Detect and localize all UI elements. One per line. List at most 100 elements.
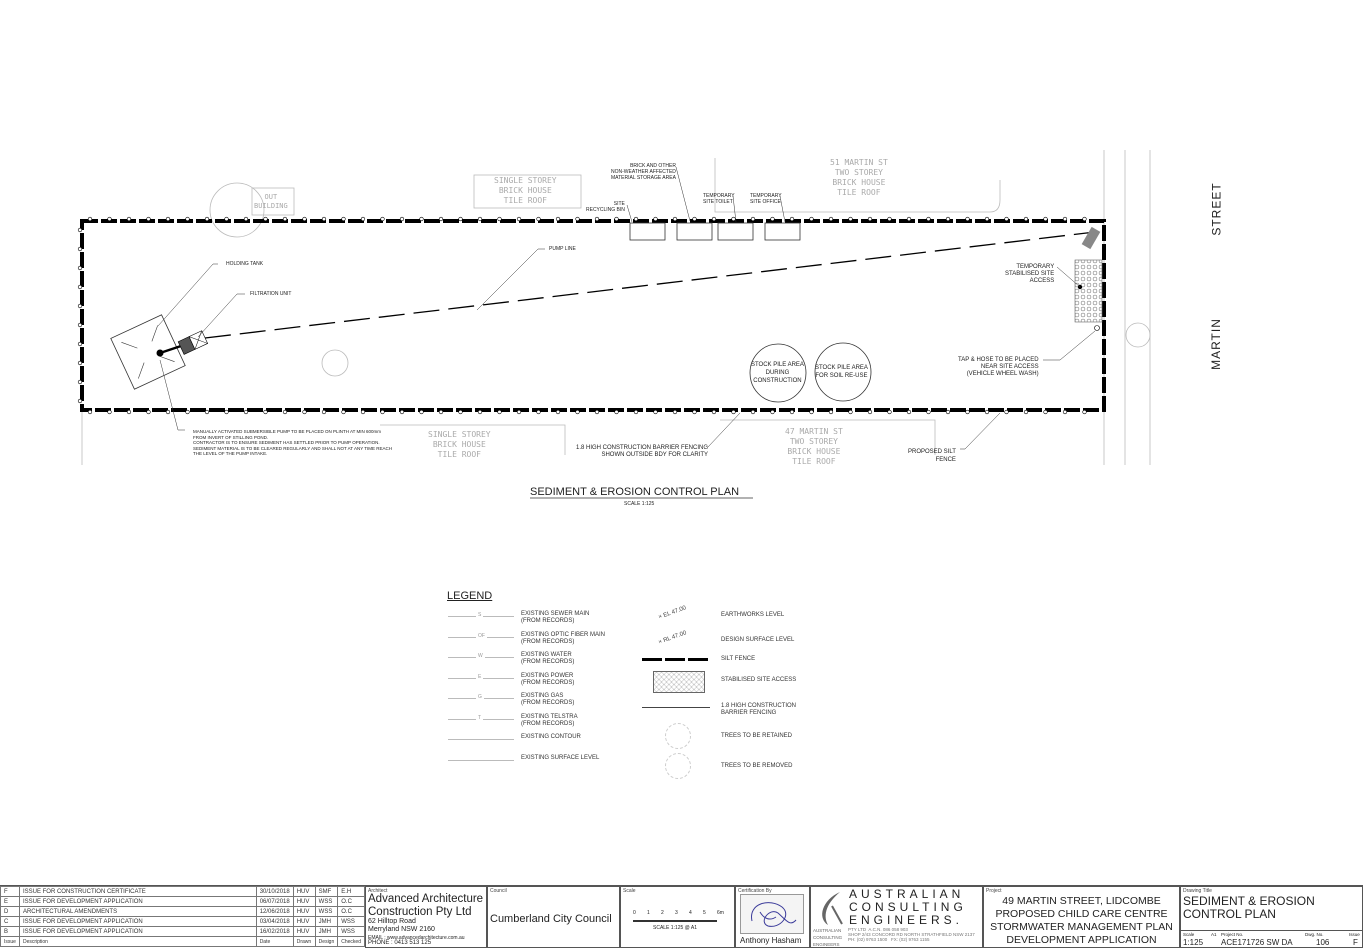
fence-post	[419, 216, 424, 222]
fence-post	[77, 360, 83, 366]
project-lines: 49 MARTIN STREET, LIDCOMBE PROPOSED CHIL…	[984, 895, 1179, 947]
fence-post	[906, 409, 912, 415]
fence-post	[1004, 216, 1009, 222]
plan-title: SEDIMENT & EROSION CONTROL PLAN	[530, 486, 740, 498]
legend-label: EXISTING SEWER MAIN (FROM RECORDS)	[521, 611, 590, 624]
fence-post	[711, 216, 717, 222]
fence-post	[477, 216, 483, 222]
drawing-title: SEDIMENT & EROSION CONTROL PLAN	[1183, 894, 1315, 921]
company-name-3: ENGINEERS.	[849, 913, 964, 927]
fence-post	[477, 409, 483, 415]
fence-post	[497, 216, 502, 222]
fence-post	[126, 216, 132, 222]
fence-post	[984, 409, 990, 415]
fence-post	[87, 409, 93, 415]
fence-post	[1082, 216, 1087, 222]
meta-issue: F	[1353, 938, 1358, 947]
fence-post	[789, 216, 795, 222]
fence-post	[692, 216, 697, 222]
legend-line-symbol: W	[448, 653, 514, 659]
legend-label: EXISTING TELSTRA (FROM RECORDS)	[521, 713, 578, 727]
fence-post	[672, 409, 678, 415]
meta-dwg-no-label: Dwg. No.	[1305, 932, 1324, 937]
plan-scale: SCALE 1:125	[624, 501, 655, 507]
site-office-label: TEMPORARY SITE OFFICE	[750, 193, 782, 205]
meta-issue-label: Issue	[1349, 932, 1360, 937]
project-line-1: 49 MARTIN STREET, LIDCOMBE	[1002, 895, 1161, 907]
fence-post	[516, 409, 522, 415]
fence-post	[594, 409, 600, 415]
stockpile-reuse	[814, 342, 872, 402]
holding-tank	[110, 314, 186, 390]
street-tree-icon	[1125, 322, 1151, 348]
fence-post	[77, 284, 83, 290]
neighbour-51-label: 51 MARTIN ST TWO STOREY BRICK HOUSE TILE…	[830, 158, 888, 197]
fence-post	[399, 409, 405, 415]
revision-issue: D	[0, 906, 20, 917]
scale-tick-label: 6m	[717, 910, 724, 916]
temporary-site-toilet	[717, 222, 754, 241]
fence-post	[458, 409, 463, 415]
legend-symbol-letter: E	[476, 673, 484, 680]
fence-post	[321, 216, 327, 222]
fence-post	[302, 409, 307, 415]
neighbour-outline-north	[473, 174, 582, 209]
silt-fence	[80, 219, 1106, 412]
legend-line-symbol: S	[448, 612, 514, 618]
fence-post	[1023, 409, 1029, 415]
legend-label: EXISTING SURFACE LEVEL	[521, 754, 600, 761]
fence-post	[165, 409, 171, 415]
fence-post	[672, 216, 678, 222]
fence-post	[126, 409, 132, 415]
legend-line-symbol: OF	[448, 632, 514, 639]
legend-title: LEGEND	[447, 590, 493, 602]
revision-description: ISSUE FOR DEVELOPMENT APPLICATION	[18, 896, 257, 907]
legend-symbol-letter: OF	[476, 632, 487, 639]
architect-email: EMAIL : www.advancedarchitecture.com.au	[368, 935, 465, 941]
fence-post	[653, 216, 658, 222]
fence-post	[906, 216, 912, 222]
legend-label: TREES TO BE RETAINED	[721, 733, 793, 739]
revision-header-description: Description	[18, 936, 257, 947]
revision-description: ISSUE FOR CONSTRUCTION CERTIFICATE	[18, 886, 257, 897]
fence-post	[77, 341, 83, 347]
legend-label: SILT FENCE	[721, 656, 756, 662]
scale-caption: SCALE 1:125 @ A1	[653, 925, 697, 931]
fence-post	[809, 216, 814, 222]
fence-post	[731, 216, 736, 222]
fence-post	[204, 409, 210, 415]
site-toilet-label: TEMPORARY SITE TOILET	[703, 193, 735, 205]
architect-phone: PHONE : 0413 513 125	[368, 940, 432, 946]
revision-date: 30/10/2018	[255, 886, 294, 897]
fence-post	[711, 409, 717, 415]
fence-post	[1023, 216, 1029, 222]
fence-post	[536, 409, 541, 415]
revision-issue: F	[0, 886, 20, 897]
certification-box: Certification By Anthony Hasham	[735, 886, 810, 948]
architect-label: Architect	[368, 888, 388, 894]
recycling-bin-label: SITE RECYCLING BIN	[586, 201, 625, 213]
neighbour-47-label: 47 MARTIN ST TWO STOREY BRICK HOUSE TILE…	[785, 427, 843, 466]
legend-label: EXISTING WATER (FROM RECORDS)	[521, 652, 575, 665]
meta-project-no: ACE171726 SW DA	[1221, 938, 1293, 947]
company-name-2: CONSULTING	[849, 900, 967, 914]
fence-post	[360, 409, 366, 415]
legend-label: EXISTING POWER (FROM RECORDS)	[521, 672, 575, 686]
fence-post	[828, 216, 834, 222]
fence-post	[380, 216, 385, 222]
revision-drawn: HUV	[292, 906, 316, 917]
fence-post	[594, 216, 600, 222]
project-line-4: DEVELOPMENT APPLICATION	[1006, 934, 1157, 946]
fence-post	[614, 409, 619, 415]
legend-line-symbol: G	[448, 694, 514, 700]
filtration-unit	[177, 330, 209, 355]
fence-post	[321, 409, 327, 415]
fence-post	[341, 216, 346, 222]
revision-date: 16/02/2018	[255, 926, 294, 937]
fence-post	[848, 409, 853, 415]
